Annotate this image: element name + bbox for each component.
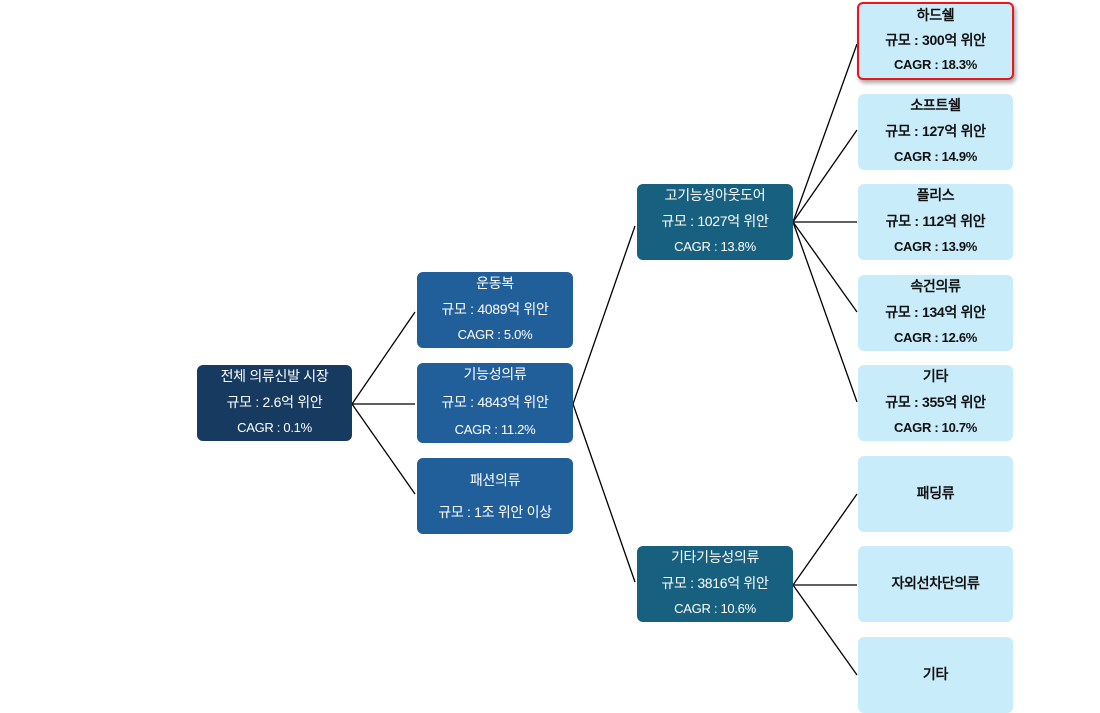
node-size: 규모 : 4089억 위안	[441, 301, 549, 317]
node-size: 규모 : 1027억 위안	[661, 213, 769, 229]
node-size: 규모 : 4843억 위안	[441, 394, 549, 410]
node-title: 기타	[922, 368, 949, 384]
node-outdoor-other: 기타 규모 : 355억 위안 CAGR : 10.7%	[858, 365, 1013, 441]
node-size: 규모 : 134억 위안	[885, 304, 986, 320]
node-functional-apparel: 기능성의류 규모 : 4843억 위안 CAGR : 11.2%	[417, 363, 573, 443]
node-title: 소프트쉘	[910, 97, 961, 113]
node-size: 규모 : 127억 위안	[885, 123, 986, 139]
node-cagr: CAGR : 11.2%	[454, 422, 536, 437]
node-high-performance-outdoor: 고기능성아웃도어 규모 : 1027억 위안 CAGR : 13.8%	[637, 184, 793, 260]
node-title: 패션의류	[469, 472, 521, 488]
connector	[572, 403, 636, 583]
node-cagr: CAGR : 13.9%	[893, 239, 978, 254]
node-title: 속건의류	[910, 278, 961, 294]
node-title: 기타	[922, 666, 949, 682]
node-title: 플리스	[916, 187, 955, 203]
node-title: 고기능성아웃도어	[664, 187, 766, 203]
node-cagr: CAGR : 0.1%	[237, 420, 312, 435]
node-title: 전체 의류신발 시장	[220, 368, 329, 384]
node-title: 기능성의류	[463, 366, 527, 382]
node-cagr: CAGR : 10.6%	[674, 601, 756, 616]
connector	[351, 311, 416, 405]
connector	[572, 225, 636, 405]
node-cagr: CAGR : 10.7%	[893, 420, 978, 435]
node-size: 규모 : 300억 위안	[885, 32, 986, 48]
connector	[792, 584, 858, 676]
node-size: 규모 : 2.6억 위안	[226, 394, 323, 410]
node-title: 패딩류	[916, 485, 955, 501]
node-cagr: CAGR : 18.3%	[893, 57, 978, 72]
node-fashion-apparel: 패션의류 규모 : 1조 위안 이상	[417, 458, 573, 534]
connector	[792, 43, 858, 223]
node-size: 규모 : 355억 위안	[885, 394, 986, 410]
connector	[792, 221, 858, 313]
node-size: 규모 : 1조 위안 이상	[438, 504, 552, 520]
node-title: 운동복	[476, 275, 514, 291]
node-cagr: CAGR : 13.8%	[674, 239, 756, 254]
node-padding: 패딩류	[858, 456, 1013, 532]
connector	[792, 493, 858, 586]
node-cagr: CAGR : 5.0%	[457, 327, 533, 342]
node-title: 자외선차단의류	[891, 575, 980, 591]
node-cagr: CAGR : 12.6%	[893, 330, 978, 345]
node-other-functional-apparel: 기타기능성의류 규모 : 3816억 위안 CAGR : 10.6%	[637, 546, 793, 622]
node-title: 하드쉘	[916, 7, 955, 23]
connector	[792, 221, 858, 403]
node-total-market: 전체 의류신발 시장 규모 : 2.6억 위안 CAGR : 0.1%	[197, 365, 352, 441]
node-fleece: 플리스 규모 : 112억 위안 CAGR : 13.9%	[858, 184, 1013, 260]
node-sportswear: 운동복 규모 : 4089억 위안 CAGR : 5.0%	[417, 272, 573, 348]
connector	[792, 129, 858, 223]
node-cagr: CAGR : 14.9%	[893, 149, 978, 164]
node-hardshell: 하드쉘 규모 : 300억 위안 CAGR : 18.3%	[857, 2, 1014, 80]
node-title: 기타기능성의류	[670, 549, 760, 565]
node-softshell: 소프트쉘 규모 : 127억 위안 CAGR : 14.9%	[858, 94, 1013, 170]
connector	[351, 403, 416, 495]
node-size: 규모 : 112억 위안	[885, 213, 986, 229]
node-uv-protection: 자외선차단의류	[858, 546, 1013, 622]
node-quick-dry: 속건의류 규모 : 134억 위안 CAGR : 12.6%	[858, 275, 1013, 351]
node-size: 규모 : 3816억 위안	[661, 575, 769, 591]
node-functional-other: 기타	[858, 637, 1013, 713]
